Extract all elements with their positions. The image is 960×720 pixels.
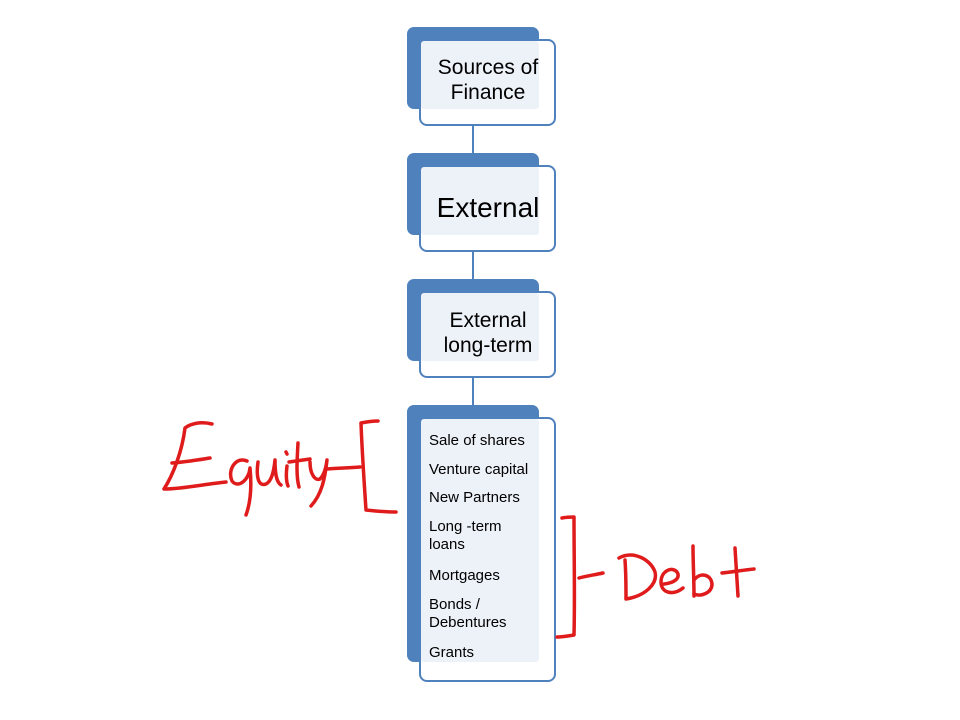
node-sources-fill [421,41,539,109]
list-item-mortgages: Mortgages [429,567,500,584]
debt-annotation [555,515,756,639]
connector-2 [472,252,474,292]
connector-1 [472,126,474,166]
connector-3 [472,378,474,418]
node-list-fill [421,419,539,662]
node-external-fill [421,167,539,235]
list-item-new-partners: New Partners [429,489,520,506]
list-item-sale-of-shares: Sale of shares [429,432,525,449]
list-item-long-term-loans: Long -term loans [429,518,502,553]
list-item-bonds-debentures: Bonds / Debentures [429,596,507,631]
node-long-term-label: External long-term [443,309,533,357]
sources-list: Sale of shares Venture capital New Partn… [429,430,551,670]
node-long-term-fill [421,293,539,361]
list-item-grants: Grants [429,644,475,661]
equity-annotation [162,419,398,517]
list-item-venture-capital: Venture capital [429,461,529,478]
node-sources-label: Sources of Finance [437,56,539,104]
node-external-label: External [436,192,540,224]
